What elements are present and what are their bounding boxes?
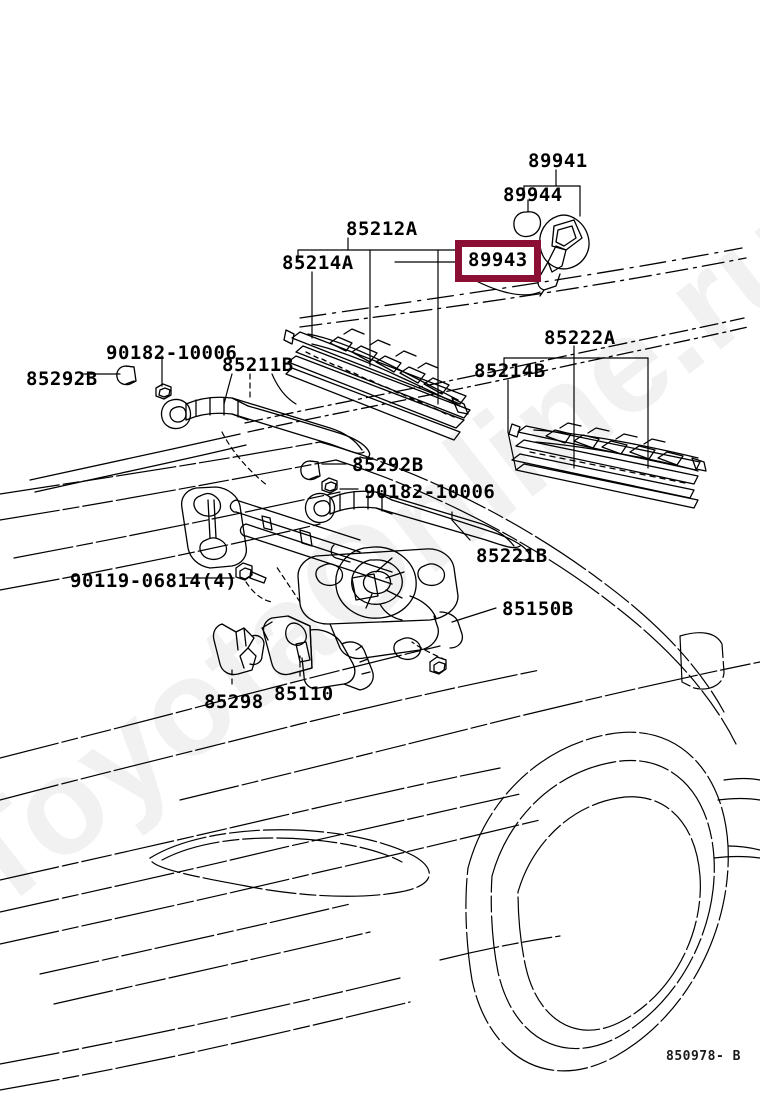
part-label-90182-10006-mid[interactable]: 90182-10006 [364, 481, 496, 503]
leader-lines [83, 169, 649, 685]
part-label-85211B[interactable]: 85211B [222, 354, 294, 376]
part-label-85214A[interactable]: 85214A [282, 252, 354, 274]
part-label-85292B-mid[interactable]: 85292B [352, 454, 424, 476]
part-label-85298[interactable]: 85298 [204, 691, 264, 713]
part-label-89944[interactable]: 89944 [503, 184, 563, 206]
car-body-outline [0, 441, 760, 1091]
part-label-85110[interactable]: 85110 [274, 683, 334, 705]
part-label-85292B-top[interactable]: 85292B [26, 368, 98, 390]
part-label-85212A[interactable]: 85212A [346, 218, 418, 240]
part-label-85221B[interactable]: 85221B [476, 545, 548, 567]
part-label-89943-highlighted[interactable]: 89943 [455, 240, 541, 282]
front-wiper-blade-assembly-driver [283, 328, 471, 441]
wiper-arm-driver-85211B [160, 396, 371, 459]
part-label-85150B[interactable]: 85150B [502, 598, 574, 620]
figure-code: 850978- B [666, 1049, 741, 1064]
wiper-motor-85110 [261, 615, 374, 691]
part-label-89941[interactable]: 89941 [528, 150, 588, 172]
part-label-90119-06814[interactable]: 90119-06814(4) [70, 570, 238, 592]
windshield-cowl-lines [29, 247, 749, 493]
wiper-arm-passenger-85221B [304, 490, 531, 561]
part-label-85222A[interactable]: 85222A [544, 327, 616, 349]
front-wiper-blade-assembly-passenger [508, 422, 707, 509]
part-label-90182-10006-top[interactable]: 90182-10006 [106, 342, 238, 364]
motor-cover-85298 [212, 623, 265, 676]
fasteners-group [116, 365, 447, 675]
wiper-link-assembly-85150B [180, 486, 464, 661]
part-label-85214B[interactable]: 85214B [474, 360, 546, 382]
